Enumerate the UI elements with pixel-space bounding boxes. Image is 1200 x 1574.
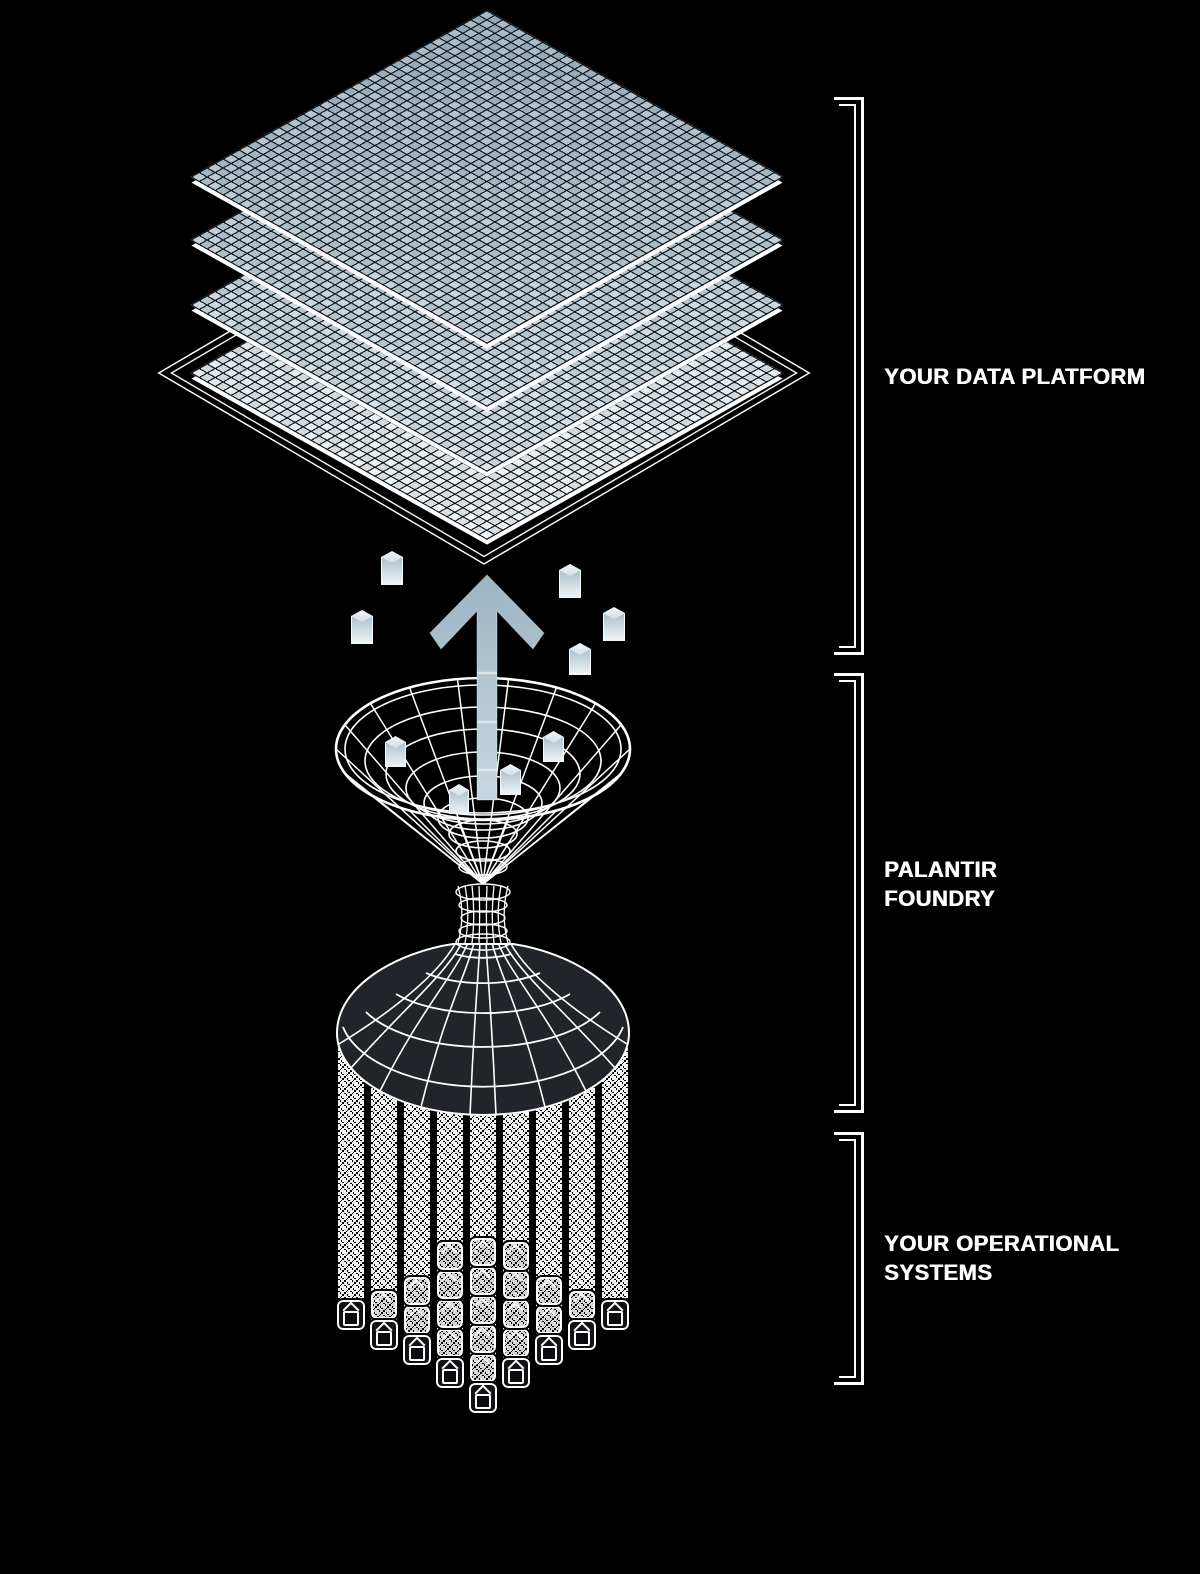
bracket-palantir-foundry xyxy=(834,673,864,1113)
column-cube-segment xyxy=(402,1304,432,1336)
label-line: FOUNDRY xyxy=(884,886,996,911)
column-cube-segment xyxy=(468,1265,498,1297)
column-cube-segment xyxy=(501,1240,531,1272)
data-cube-icon xyxy=(351,610,373,644)
column-cube-segment xyxy=(501,1327,531,1359)
label-palantir-foundry: PALANTIR FOUNDRY xyxy=(884,855,1184,913)
bracket-your-operational-systems xyxy=(834,1132,864,1385)
terminal-cube-icon xyxy=(401,1333,433,1367)
cube-top-face xyxy=(569,643,591,655)
data-cube-icon xyxy=(500,764,521,795)
cube-top-face xyxy=(381,551,403,563)
cube-front-face xyxy=(381,557,403,585)
column-cube-segment xyxy=(468,1294,498,1326)
cube-front-face xyxy=(559,570,581,598)
label-line: YOUR OPERATIONAL xyxy=(884,1231,1120,1256)
column-cube-segment xyxy=(435,1269,465,1301)
label-your-data-platform: YOUR DATA PLATFORM xyxy=(884,362,1184,391)
column-cube-segment xyxy=(567,1289,597,1321)
bracket-your-data-platform xyxy=(834,97,864,655)
data-cube-icon xyxy=(559,564,581,598)
terminal-cube-icon xyxy=(500,1356,532,1390)
terminal-cube-icon xyxy=(335,1298,367,1332)
cube-top-face xyxy=(351,610,373,622)
data-cube-icon xyxy=(381,551,403,585)
column-cube-segment xyxy=(468,1323,498,1355)
cube-front-face xyxy=(603,613,625,641)
column-cube-segment xyxy=(435,1327,465,1359)
column-cube-segment xyxy=(435,1240,465,1272)
data-cube-icon xyxy=(385,736,406,767)
data-cube-icon xyxy=(449,784,469,814)
cube-front-face xyxy=(351,616,373,644)
column-cube-segment xyxy=(468,1236,498,1268)
column-cube-segment xyxy=(402,1275,432,1307)
terminal-cube-icon xyxy=(599,1298,631,1332)
column-cube-segment xyxy=(369,1289,399,1321)
label-your-operational-systems: YOUR OPERATIONAL SYSTEMS xyxy=(884,1229,1184,1287)
column-cube-segment xyxy=(534,1275,564,1307)
label-line: SYSTEMS xyxy=(884,1260,993,1285)
terminal-cube-icon xyxy=(368,1318,400,1352)
terminal-cube-icon xyxy=(434,1356,466,1390)
terminal-cube-icon xyxy=(566,1318,598,1352)
terminal-cube-icon xyxy=(467,1381,499,1415)
label-line: YOUR DATA PLATFORM xyxy=(884,364,1146,389)
cube-front-face xyxy=(569,649,591,675)
data-cube-icon xyxy=(543,731,564,762)
column-cube-segment xyxy=(534,1304,564,1336)
column-cube-segment xyxy=(501,1269,531,1301)
data-cube-icon xyxy=(603,607,625,641)
cube-top-face xyxy=(559,564,581,576)
label-line: PALANTIR xyxy=(884,857,998,882)
cube-top-face xyxy=(603,607,625,619)
column-cube-segment xyxy=(435,1298,465,1330)
column-cube-segment xyxy=(501,1298,531,1330)
column-cube-segment xyxy=(468,1352,498,1384)
terminal-cube-icon xyxy=(533,1333,565,1367)
data-cube-icon xyxy=(569,643,591,675)
